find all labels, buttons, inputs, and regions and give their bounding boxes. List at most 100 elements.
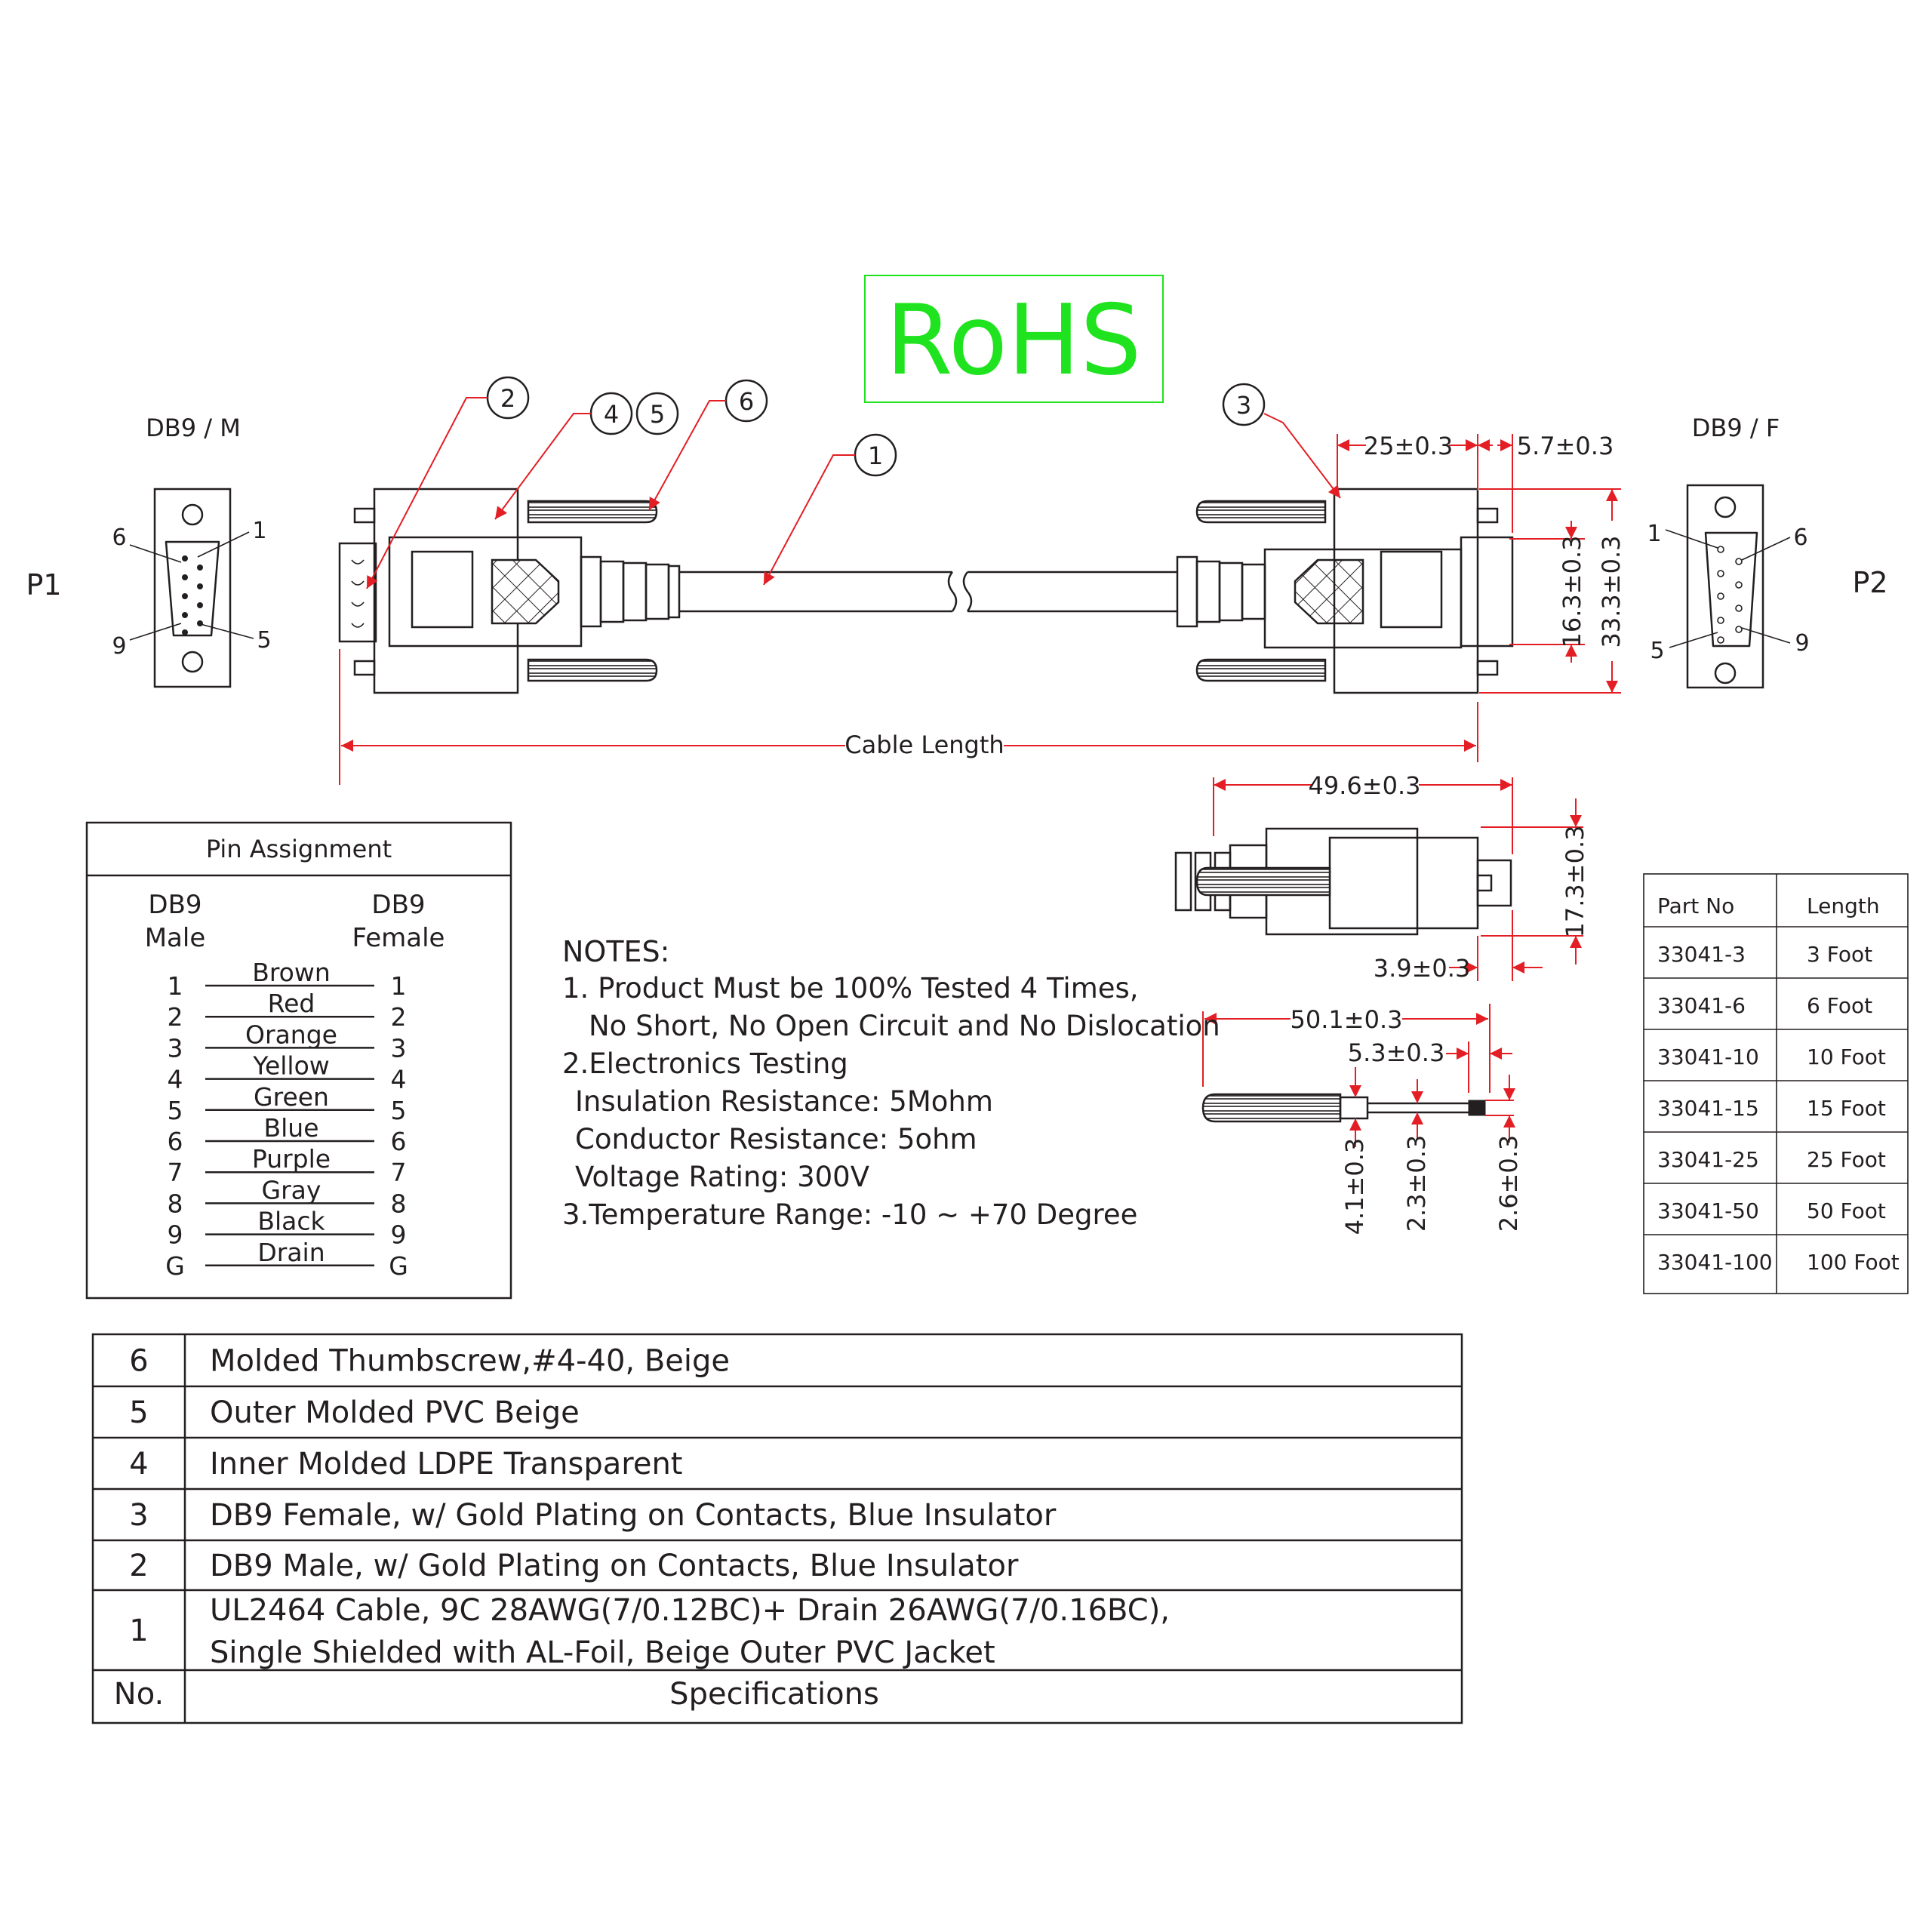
pin-wire-color: Brown	[252, 958, 331, 987]
dim-49-6: 49.6±0.3	[1309, 771, 1421, 800]
part-number: 33041-25	[1657, 1147, 1759, 1172]
spec-footer-no: No.	[114, 1677, 164, 1712]
pin-assignment-table: Pin Assignment DB9 Male DB9 Female 1 Brow…	[85, 821, 512, 1300]
p2-pin-1: 1	[1647, 521, 1661, 547]
spec-description: DB9 Female, w/ Gold Plating on Contacts,…	[210, 1498, 1057, 1533]
pin-female-number: 9	[391, 1220, 407, 1250]
db9-female-label: DB9 / F	[1692, 414, 1780, 442]
callout-markers: 2 4 5 6 1 3	[366, 376, 1341, 589]
notes-title: NOTES:	[562, 935, 669, 968]
pin-female-number: 1	[391, 971, 407, 1001]
pin-male-number: 1	[168, 971, 183, 1001]
pin-wire-color: Blue	[263, 1113, 318, 1143]
callout-6: 6	[648, 379, 768, 511]
p2-face-view: 1 6 5 9	[1647, 484, 1810, 689]
svg-text:6: 6	[739, 387, 754, 416]
pin-female-number: 7	[391, 1158, 407, 1187]
p1-face-view: 6 1 9 5	[112, 488, 272, 688]
dim-3-9: 3.9±0.3	[1374, 954, 1471, 983]
part-number: 33041-100	[1657, 1250, 1773, 1275]
dim-17-3: 17.3±0.3	[1561, 826, 1589, 938]
dim-50-1: 50.1±0.3	[1291, 1005, 1403, 1034]
p1-pin-9: 9	[112, 633, 126, 660]
pin-head-left-2: Male	[145, 923, 206, 953]
pin-wire-color: Orange	[245, 1020, 337, 1049]
svg-text:2: 2	[500, 384, 515, 413]
parts-header-length: Length	[1807, 894, 1880, 918]
rohs-label: RoHS	[886, 285, 1142, 397]
spec-number: 2	[129, 1549, 148, 1583]
dim-33-3: 33.3±0.3	[1597, 536, 1626, 648]
pin-female-number: G	[389, 1251, 408, 1281]
pin-female-number: 8	[391, 1189, 407, 1218]
pin-female-number: 5	[391, 1096, 407, 1125]
spec-description: Molded Thumbscrew,#4-40, Beige	[210, 1344, 730, 1379]
pin-male-number: 6	[168, 1127, 183, 1156]
dim-5-3: 5.3±0.3	[1348, 1038, 1445, 1067]
pin-head-left-1: DB9	[148, 890, 202, 920]
note-line: No Short, No Open Circuit and No Disloca…	[589, 1010, 1220, 1042]
pin-female-number: 2	[391, 1002, 407, 1032]
pin-female-number: 6	[391, 1127, 407, 1156]
pin-male-number: G	[165, 1251, 185, 1281]
part-length: 3 Foot	[1807, 942, 1872, 967]
pin-male-number: 7	[168, 1158, 183, 1187]
rohs-badge: RoHS	[864, 275, 1164, 403]
pin-wire-color: Purple	[252, 1144, 331, 1174]
db9-male-label: DB9 / M	[146, 414, 241, 442]
spec-description: Inner Molded LDPE Transparent	[210, 1447, 682, 1481]
note-line: 2.Electronics Testing	[562, 1048, 848, 1080]
part-length: 25 Foot	[1807, 1147, 1886, 1172]
notes-block: NOTES: 1. Product Must be 100% Tested 4 …	[562, 935, 1220, 1231]
callout-2: 2	[366, 376, 530, 589]
pin-female-number: 3	[391, 1033, 407, 1063]
part-length: 100 Foot	[1807, 1250, 1900, 1275]
pin-head-right-1: DB9	[371, 890, 425, 920]
pin-male-number: 2	[168, 1002, 183, 1032]
cable-length-dimension: Cable Length	[339, 649, 1478, 785]
note-line: Conductor Resistance: 5ohm	[575, 1123, 977, 1155]
pin-male-number: 8	[168, 1189, 183, 1218]
p2-pin-6: 6	[1793, 525, 1807, 551]
parts-header-partno: Part No	[1657, 894, 1734, 918]
callout-5: 5	[635, 392, 679, 435]
callout-1: 1	[763, 433, 897, 586]
p2-pin-5: 5	[1650, 638, 1664, 664]
pin-male-number: 5	[168, 1096, 183, 1125]
pin-female-number: 4	[391, 1065, 407, 1094]
dim-16-3: 16.3±0.3	[1558, 536, 1586, 648]
cable-length-label: Cable Length	[844, 731, 1004, 759]
pin-male-number: 3	[168, 1033, 183, 1063]
p2-pin-9: 9	[1795, 630, 1809, 657]
svg-text:4: 4	[604, 400, 619, 429]
dim-2-3: 2.3±0.3	[1402, 1135, 1431, 1232]
pin-male-number: 4	[168, 1065, 183, 1094]
spec-number: 3	[129, 1498, 148, 1533]
part-number: 33041-10	[1657, 1044, 1759, 1069]
note-line: 1. Product Must be 100% Tested 4 Times,	[562, 972, 1139, 1004]
part-length: 6 Foot	[1807, 993, 1872, 1018]
svg-text:5: 5	[650, 400, 665, 429]
spec-description: Outer Molded PVC Beige	[210, 1395, 580, 1430]
note-line: Voltage Rating: 300V	[575, 1161, 869, 1193]
part-length: 50 Foot	[1807, 1198, 1886, 1223]
right-connector-drawing	[968, 488, 1514, 694]
pin-head-right-2: Female	[352, 923, 445, 953]
connector-top-view: 49.6±0.3 17.3±0.3 3.9±0.3	[1174, 771, 1589, 983]
note-line: 3.Temperature Range: -10 ~ +70 Degree	[562, 1198, 1137, 1231]
pin-assignment-title: Pin Assignment	[206, 835, 392, 863]
pin-wire-color: Red	[268, 989, 315, 1018]
svg-text:3: 3	[1236, 391, 1251, 420]
p1-pin-5: 5	[257, 627, 271, 654]
dim-5-7: 5.7±0.3	[1517, 432, 1614, 460]
spec-number: 1	[129, 1614, 148, 1648]
pin-wire-color: Drain	[257, 1238, 325, 1267]
spec-footer-title: Specifications	[669, 1677, 879, 1712]
part-number: 33041-6	[1657, 993, 1746, 1018]
dim-2-6: 2.6±0.3	[1494, 1135, 1523, 1232]
note-line: Insulation Resistance: 5Mohm	[575, 1085, 993, 1118]
p1-label: P1	[26, 568, 61, 601]
